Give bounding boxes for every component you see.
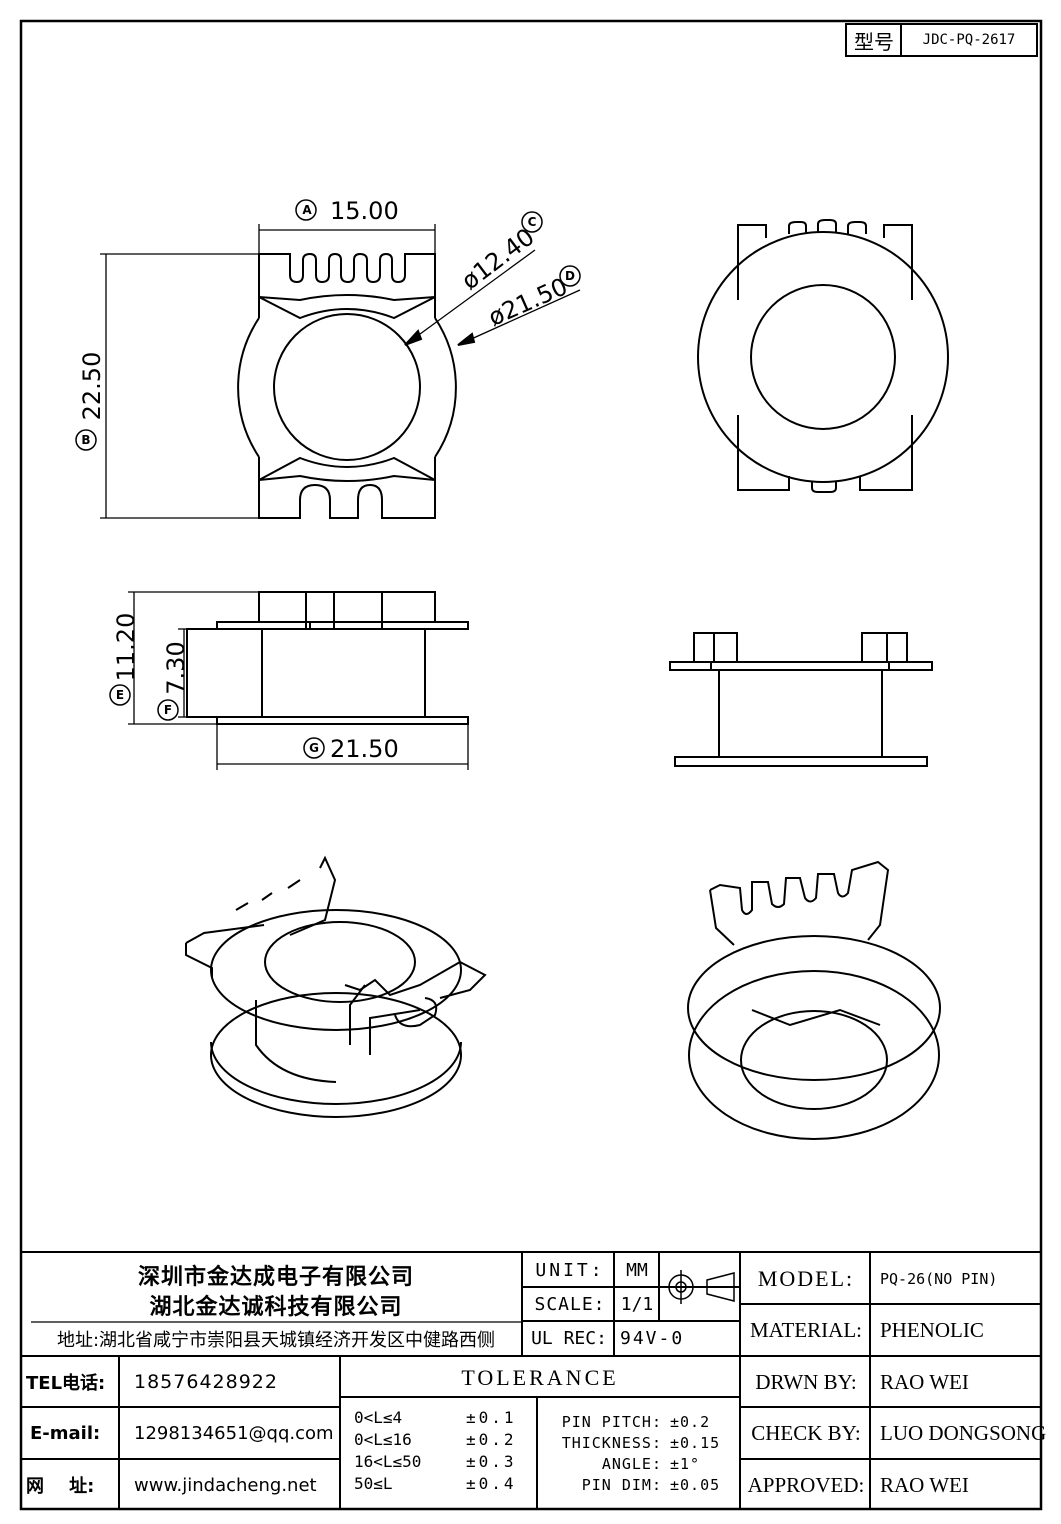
dim-a-marker: A	[302, 203, 312, 217]
projection-symbol-icon	[664, 1270, 738, 1304]
dim-b-marker: B	[81, 433, 91, 447]
dim-g-value: 21.50	[330, 735, 399, 763]
dim-b-value: 22.50	[78, 351, 106, 421]
dim-d-marker: D	[565, 269, 575, 283]
tolerance-other-label: ANGLE:	[601, 1454, 662, 1473]
side-view-right	[669, 632, 933, 767]
side-view-left	[109, 591, 469, 770]
scale-label: SCALE:	[534, 1294, 606, 1315]
model-value: PQ-26(NO PIN)	[880, 1270, 998, 1288]
tolerance-range: 0<L≤4	[354, 1407, 403, 1427]
tolerance-other-label: PIN DIM:	[581, 1475, 662, 1494]
front-view	[75, 199, 581, 519]
tel-label: TEL电话:	[26, 1373, 106, 1394]
tolerance-range-value: ±0.1	[466, 1407, 517, 1427]
dim-c-marker: C	[527, 215, 537, 229]
iso-view-right	[687, 860, 941, 1140]
tolerance-other-label: THICKNESS:	[561, 1433, 662, 1452]
model-box-label: 型号	[854, 29, 894, 54]
company-name-2: 湖北金达诚科技有限公司	[149, 1295, 403, 1320]
scale-value: 1/1	[620, 1294, 654, 1315]
iso-view-left	[185, 855, 487, 1118]
dim-e-marker: E	[115, 688, 125, 702]
tolerance-other-value: ±0.15	[670, 1433, 721, 1452]
dim-f-marker: F	[163, 703, 173, 717]
model-label: MODEL:	[757, 1266, 855, 1291]
tolerance-other-value: ±0.2	[670, 1412, 711, 1431]
unit-value: MM	[626, 1259, 648, 1281]
tolerance-range: 50≤L	[354, 1473, 393, 1493]
email-label: E-mail:	[30, 1422, 101, 1444]
unit-label: UNIT:	[535, 1259, 605, 1281]
dim-g-marker: G	[309, 741, 319, 755]
company-address: 地址:湖北省咸宁市崇阳县天城镇经济开发区中健路西侧	[56, 1330, 496, 1351]
tolerance-other-value: ±0.05	[670, 1475, 721, 1494]
company-name-1: 深圳市金达成电子有限公司	[137, 1265, 414, 1290]
back-view	[697, 219, 949, 493]
sheet-border	[19, 19, 1043, 1511]
material-value: PHENOLIC	[880, 1317, 984, 1342]
check-value: LUO DONGSONG	[880, 1420, 1047, 1445]
email-value[interactable]: 1298134651@qq.com	[134, 1422, 334, 1444]
web-label: 网 址:	[26, 1476, 95, 1497]
dim-f-value: 7.30	[162, 641, 190, 695]
tolerance-range-value: ±0.3	[466, 1451, 517, 1471]
model-box	[845, 23, 1038, 57]
ul-value: 94V-0	[620, 1327, 685, 1349]
tolerance-range-value: ±0.2	[466, 1429, 517, 1449]
check-label: CHECK BY:	[751, 1420, 861, 1445]
title-block	[21, 1251, 1041, 1509]
tolerance-title: TOLERANCE	[461, 1364, 619, 1390]
tel-value: 18576428922	[134, 1371, 278, 1393]
drawn-label: DRWN BY:	[755, 1369, 857, 1394]
web-value[interactable]: www.jindacheng.net	[134, 1474, 317, 1496]
model-box-value: JDC-PQ-2617	[922, 32, 1016, 48]
ul-label: UL REC:	[531, 1327, 607, 1349]
tolerance-other-value: ±1°	[670, 1454, 701, 1473]
tolerance-range: 0<L≤16	[354, 1429, 412, 1449]
tolerance-other-label: PIN PITCH:	[561, 1412, 662, 1431]
drawn-value: RAO WEI	[880, 1369, 969, 1394]
dim-a-value: 15.00	[330, 197, 399, 225]
dim-e-value: 11.20	[112, 612, 140, 682]
tolerance-range-value: ±0.4	[466, 1473, 517, 1493]
tolerance-range: 16<L≤50	[354, 1451, 422, 1471]
approved-value: RAO WEI	[880, 1472, 969, 1497]
material-label: MATERIAL:	[750, 1317, 862, 1342]
approved-label: APPROVED:	[747, 1472, 865, 1497]
